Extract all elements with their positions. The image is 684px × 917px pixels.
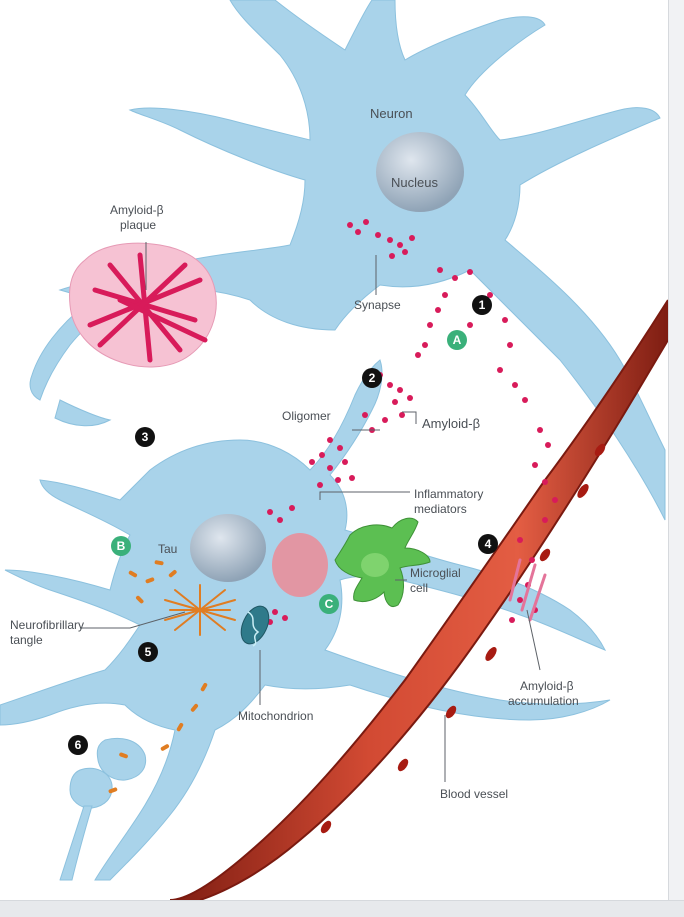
step-badge-5: 5 — [138, 642, 158, 662]
microglial-cell — [334, 517, 431, 607]
svg-text:A: A — [453, 333, 462, 347]
amyloid-plaque — [69, 242, 217, 368]
label-oligomer: Oligomer — [282, 409, 331, 423]
svg-text:1: 1 — [479, 298, 486, 312]
neurofibrillary-tangle — [164, 584, 236, 636]
label-tau: Tau — [158, 542, 177, 556]
diagram-canvas: Neuron Nucleus Amyloid-β plaque Synapse … — [0, 0, 668, 900]
letter-badge-b: B — [111, 536, 131, 556]
label-neuron: Neuron — [370, 106, 413, 121]
tau-fragments — [108, 560, 208, 794]
label-synapse: Synapse — [354, 298, 401, 312]
step-badge-1: 1 — [472, 295, 492, 315]
label-accumulation-2: accumulation — [508, 694, 579, 708]
step-badge-2: 2 — [362, 368, 382, 388]
blood-vessel — [169, 299, 668, 900]
svg-text:3: 3 — [142, 430, 149, 444]
label-inflammatory-2: mediators — [414, 502, 467, 516]
label-microglial-1: Microglial — [410, 566, 461, 580]
label-microglial-2: cell — [410, 581, 428, 595]
step-badge-3: 3 — [135, 427, 155, 447]
label-blood-vessel: Blood vessel — [440, 787, 508, 801]
label-mitochondrion: Mitochondrion — [238, 709, 313, 723]
label-amyloid-plaque-1: Amyloid-β — [110, 203, 164, 217]
leader-lines — [80, 242, 541, 782]
label-neurofibrillary-2: tangle — [10, 633, 43, 647]
svg-text:5: 5 — [145, 645, 152, 659]
alzheimers-diagram: Neuron Nucleus Amyloid-β plaque Synapse … — [0, 0, 668, 900]
label-amyloid-plaque-2: plaque — [120, 218, 156, 232]
step-badge-6: 6 — [68, 735, 88, 755]
mitochondrion — [240, 605, 270, 647]
svg-text:4: 4 — [485, 537, 492, 551]
amyloid-accumulation-marks — [508, 558, 547, 622]
label-inflammatory-1: Inflammatory — [414, 487, 483, 501]
label-amyloid-beta: Amyloid-β — [422, 416, 480, 431]
letter-badge-a: A — [447, 330, 467, 350]
label-nucleus: Nucleus — [391, 175, 438, 190]
lower-neuron — [0, 359, 611, 881]
lower-nucleus — [190, 514, 266, 582]
label-accumulation-1: Amyloid-β — [520, 679, 574, 693]
label-neurofibrillary-1: Neurofibrillary — [10, 618, 84, 632]
svg-text:6: 6 — [75, 738, 82, 752]
oligomer-cluster — [272, 533, 328, 597]
bottom-bar — [0, 900, 684, 917]
red-blood-cells — [320, 443, 606, 834]
svg-text:C: C — [325, 597, 334, 611]
svg-text:2: 2 — [369, 371, 376, 385]
letter-badge-c: C — [319, 594, 339, 614]
step-badge-4: 4 — [478, 534, 498, 554]
upper-nucleus — [376, 132, 464, 212]
vertical-scrollbar[interactable] — [668, 0, 684, 900]
svg-text:B: B — [117, 539, 126, 553]
